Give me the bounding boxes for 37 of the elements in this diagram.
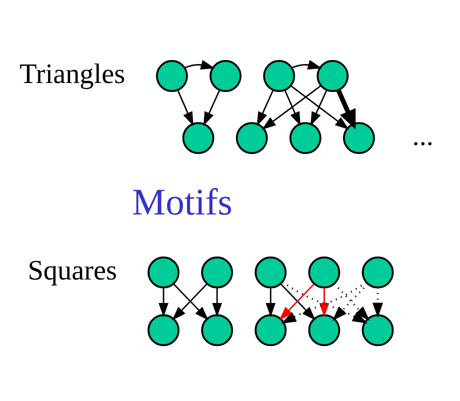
node-circle xyxy=(362,256,394,288)
node-circle xyxy=(148,314,180,346)
arrow xyxy=(177,89,194,126)
arrow xyxy=(310,89,328,126)
label: Triangles xyxy=(20,58,126,90)
arrow xyxy=(262,84,322,130)
arrow xyxy=(203,89,220,126)
label: Squares xyxy=(28,254,117,286)
node-circle xyxy=(236,122,268,154)
node-circle xyxy=(148,256,180,288)
arrow xyxy=(184,59,215,69)
arrow xyxy=(212,286,222,317)
arrow xyxy=(266,286,276,317)
node-circle xyxy=(362,314,394,346)
arrow xyxy=(290,84,350,130)
node-circle xyxy=(254,314,287,346)
arrow xyxy=(319,286,330,317)
arrow xyxy=(292,59,322,69)
node-circle xyxy=(263,60,296,92)
node-circle xyxy=(182,122,214,154)
arrow xyxy=(284,89,301,126)
label: ... xyxy=(412,120,434,152)
node-circle xyxy=(343,122,375,154)
arrow xyxy=(336,88,356,129)
node-circle xyxy=(308,256,340,288)
node-circle xyxy=(201,314,234,346)
label: Motifs xyxy=(132,182,232,224)
node-circle xyxy=(210,60,242,92)
node-circle xyxy=(201,256,234,288)
arrow xyxy=(256,89,274,126)
node-circle xyxy=(316,60,349,92)
node-circle xyxy=(289,122,322,154)
node-circle xyxy=(254,256,287,288)
node-circle xyxy=(308,314,340,346)
arrow xyxy=(372,286,384,318)
node-circle xyxy=(156,60,188,92)
arrow xyxy=(158,286,168,317)
